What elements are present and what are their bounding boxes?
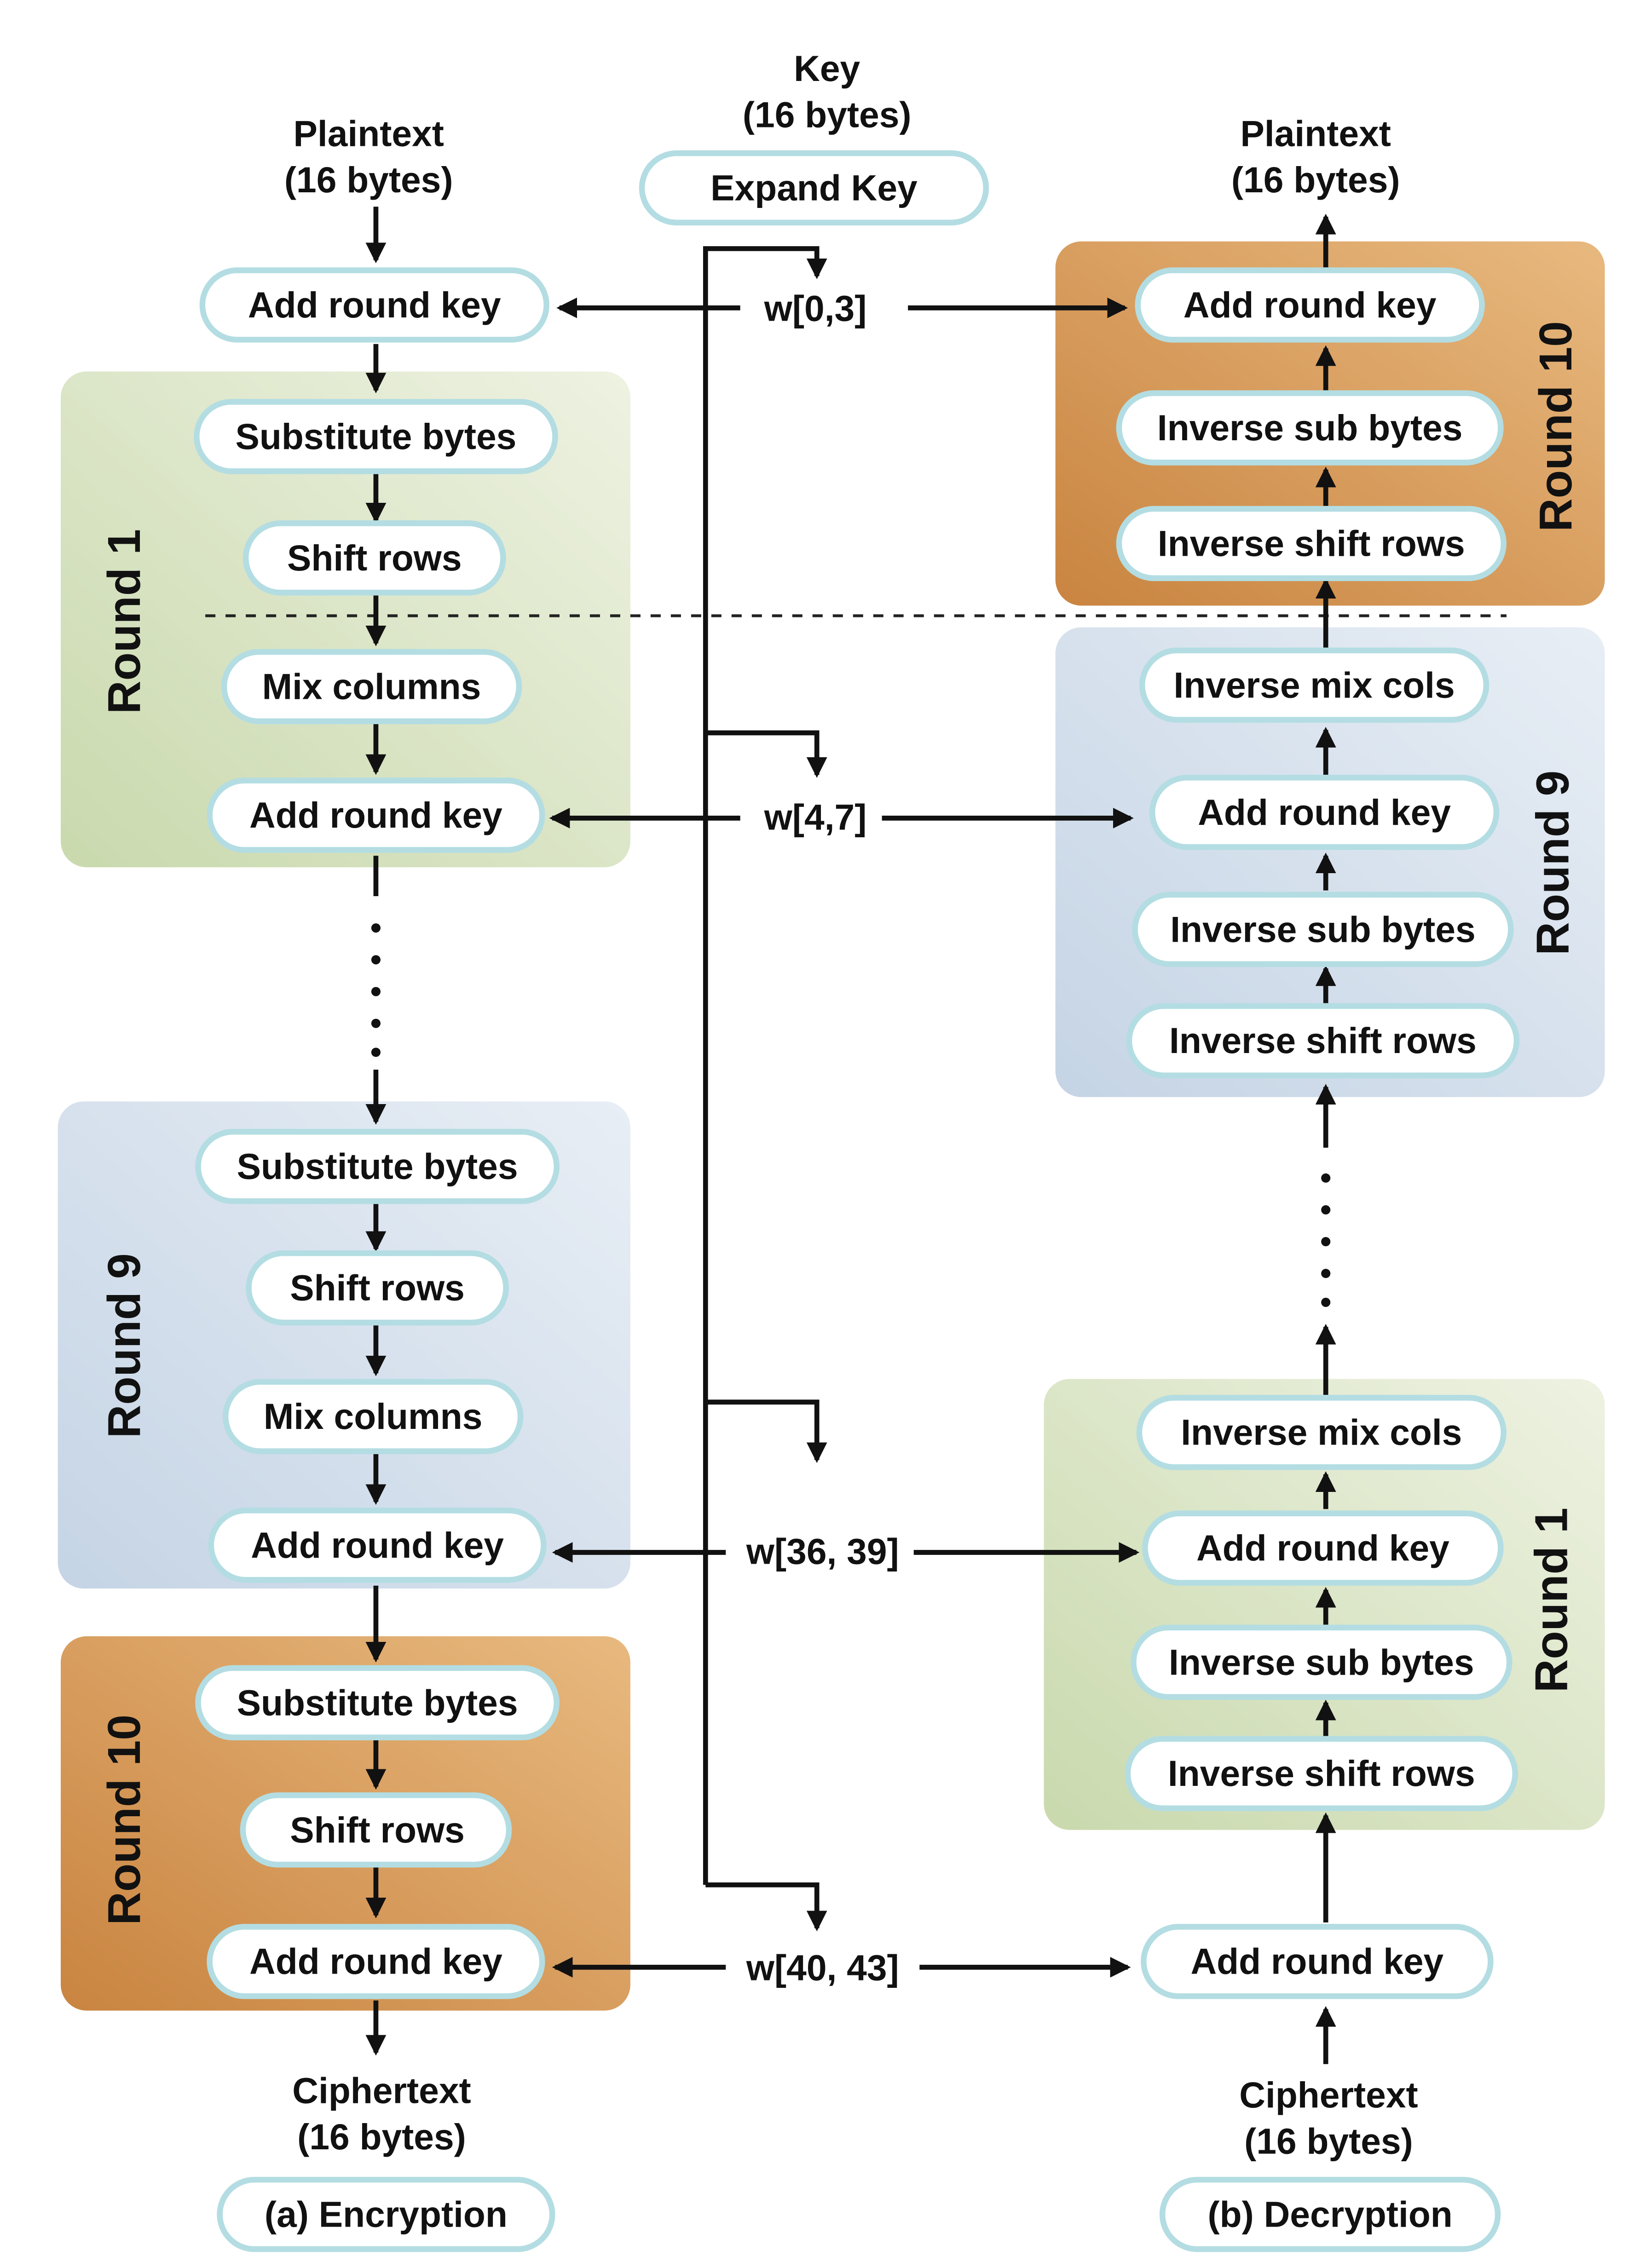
decryption-caption-box [1159,2176,1501,2252]
dec-r10-inverse-sub-bytes-label: Inverse sub bytes [1157,408,1462,448]
encryption-caption: (a) Encryption [265,2194,508,2235]
enc-r1-mix-columns-label: Mix columns [262,666,481,707]
dec-plaintext-subtitle: (16 bytes) [1231,160,1400,200]
enc-r9-mix-columns [222,1379,524,1454]
dec-r1-inverse-shift-rows [1125,1736,1518,1811]
dec-r9-inverse-shift-rows [1126,1003,1520,1078]
dec-r9-inverse-sub-bytes [1132,892,1514,967]
dec-r10-inverse-shift-rows-label: Inverse shift rows [1158,523,1465,564]
dec-r1-inverse-shift-rows-label: Inverse shift rows [1168,1753,1475,1794]
dec-round-10-label: Round 10 [1530,321,1582,532]
dec-plaintext-title: Plaintext [1241,113,1391,154]
enc-r9-mix-columns-label: Mix columns [264,1396,483,1437]
dec-r1-inverse-mix-cols [1136,1395,1507,1470]
enc-plaintext-title: Plaintext [294,113,444,154]
dec-r1-inverse-sub-bytes [1131,1624,1512,1700]
enc-r1-shift-rows-label: Shift rows [287,538,462,578]
dec-r9-add-round-key-label: Add round key [1198,792,1451,833]
enc-r1-shift-rows [242,520,506,596]
enc-ciphertext-title: Ciphertext [292,2071,471,2111]
round-key-w0-3: w[0,3] [764,288,867,329]
enc-r10-substitute-bytes-label: Substitute bytes [237,1682,518,1723]
key-schedule [703,246,827,1932]
enc-r1-substitute-bytes [194,399,558,474]
enc-r9-shift-rows [246,1250,509,1326]
enc-ciphertext-subtitle: (16 bytes) [297,2117,466,2157]
enc-r9-add-round-key [208,1508,547,1583]
dec-r9-inverse-mix-cols [1139,647,1489,723]
enc-r9-substitute-bytes [195,1128,560,1204]
dec-r10-add-round-key-label: Add round key [1183,285,1437,325]
key-subtitle: (16 bytes) [743,94,912,135]
enc-initial-add-round-key [199,267,549,343]
enc-round-10-label: Round 10 [98,1715,150,1925]
enc-r10-substitute-bytes [195,1665,560,1740]
dec-initial-add-round-key-label: Add round key [1190,1941,1443,1982]
dec-r9-inverse-sub-bytes-label: Inverse sub bytes [1170,909,1475,950]
dec-r10-add-round-key [1135,267,1485,343]
dec-r9-inverse-mix-cols-label: Inverse mix cols [1173,665,1455,705]
enc-r9-add-round-key-label: Add round key [251,1525,504,1566]
decryption-flow-arrows [1315,213,1336,2064]
enc-r10-add-round-key-label: Add round key [249,1941,502,1982]
dec-r10-inverse-shift-rows [1116,506,1507,581]
enc-round-9-panel [58,1101,630,1589]
enc-round-1-label: Round 1 [98,529,150,714]
decryption-caption: (b) Decryption [1207,2194,1452,2235]
enc-plaintext-subtitle: (16 bytes) [284,160,453,200]
dec-ciphertext-title: Ciphertext [1239,2075,1418,2115]
enc-initial-add-round-key-label: Add round key [248,285,501,325]
dec-r1-add-round-key-label: Add round key [1196,1528,1449,1568]
round-key-w36-39: w[36, 39] [746,1531,899,1572]
dec-ciphertext-subtitle: (16 bytes) [1244,2121,1413,2162]
enc-r10-add-round-key [207,1924,545,1999]
round-key-w4-7: w[4,7] [764,797,867,838]
dec-r1-inverse-sub-bytes-label: Inverse sub bytes [1169,1642,1474,1682]
enc-r9-shift-rows-label: Shift rows [290,1268,465,1308]
enc-round-1-panel [60,371,630,868]
expand-key-label: Expand Key [710,167,918,208]
dec-r1-add-round-key [1142,1510,1504,1586]
dec-r10-inverse-sub-bytes [1116,390,1504,466]
enc-r10-shift-rows [240,1792,512,1868]
dec-r9-inverse-shift-rows-label: Inverse shift rows [1169,1020,1477,1061]
round-key-arrows [549,297,1140,1978]
enc-r1-mix-columns [221,649,522,725]
dec-round-9-label: Round 9 [1527,771,1579,956]
dec-r9-add-round-key [1149,775,1500,850]
enc-r10-shift-rows-label: Shift rows [290,1810,465,1850]
round-key-w40-43: w[40, 43] [746,1948,899,1988]
dec-r1-inverse-mix-cols-label: Inverse mix cols [1181,1412,1462,1453]
expand-key-box [639,150,989,226]
dec-initial-add-round-key [1141,1924,1494,1999]
enc-r1-substitute-bytes-label: Substitute bytes [235,416,516,457]
enc-round-9-label: Round 9 [98,1253,150,1438]
enc-r1-add-round-key-label: Add round key [249,795,502,835]
encryption-flow-arrows [365,207,387,2056]
enc-r9-substitute-bytes-label: Substitute bytes [237,1146,518,1187]
enc-r1-add-round-key [207,777,545,853]
encryption-caption-box [217,2176,555,2252]
key-title: Key [794,48,860,89]
dec-round-1-label: Round 1 [1525,1508,1577,1692]
